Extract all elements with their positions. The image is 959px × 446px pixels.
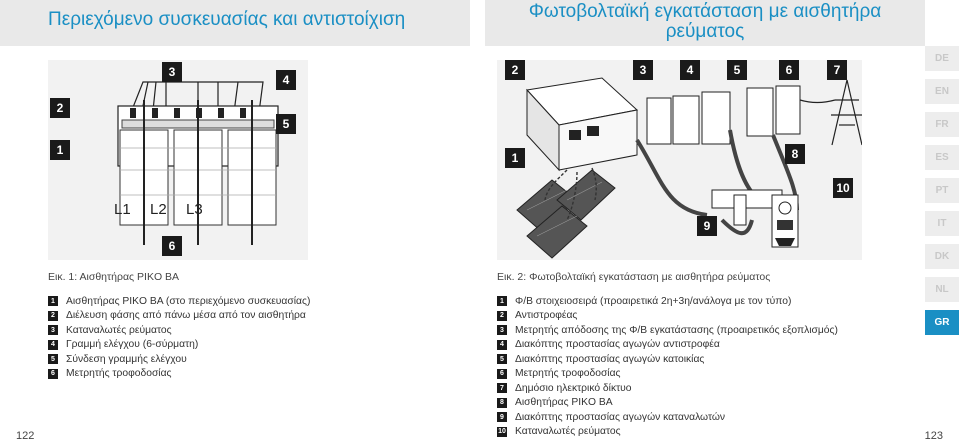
legend-item: 4 Διακόπτης προστασίας αγωγών αντιστροφέα bbox=[497, 338, 838, 353]
right-page-title-line1: Φωτοβολταϊκή εγκατάσταση με αισθητήρα bbox=[528, 1, 882, 22]
callout-5: 5 bbox=[727, 60, 747, 80]
legend-number: 10 bbox=[497, 426, 507, 437]
legend-number: 4 bbox=[48, 339, 58, 350]
legend-item: 4 Γραμμή ελέγχου (6-σύρματη) bbox=[48, 338, 310, 353]
callout-1: 1 bbox=[50, 140, 70, 160]
legend-number: 3 bbox=[48, 325, 58, 336]
sensor-illustration bbox=[117, 81, 279, 245]
callout-4: 4 bbox=[276, 70, 296, 90]
legend-text: Καταναλωτές ρεύματος bbox=[66, 324, 172, 336]
legend-text: Αντιστροφέας bbox=[515, 310, 578, 322]
language-tab-en[interactable]: EN bbox=[925, 79, 959, 104]
legend-item: 7 Δημόσιο ηλεκτρικό δίκτυο bbox=[497, 381, 838, 396]
callout-6: 6 bbox=[162, 236, 182, 256]
figure-1-legend: 1 Αισθητήρας PIKO BA (στο περιεχόμενο συσ… bbox=[48, 294, 310, 381]
left-page-header: Περιεχόμενο συσκευασίας και αντιστοίχιση bbox=[0, 0, 470, 46]
language-tab-gr[interactable]: GR bbox=[925, 310, 959, 335]
phase-label-l2: L2 bbox=[150, 201, 167, 218]
legend-number: 1 bbox=[48, 296, 58, 307]
legend-text: Μετρητής τροφοδοσίας bbox=[515, 368, 621, 380]
legend-text: Καταναλωτές ρεύματος bbox=[515, 426, 621, 438]
language-tab-it[interactable]: IT bbox=[925, 211, 959, 236]
legend-text: Διέλευση φάσης από πάνω μέσα από τον αισ… bbox=[66, 310, 306, 322]
language-tab-es[interactable]: ES bbox=[925, 145, 959, 170]
legend-item: 5 Διακόπτης προστασίας αγωγών κατοικίας bbox=[497, 352, 838, 367]
legend-number: 2 bbox=[497, 310, 507, 321]
legend-number: 5 bbox=[48, 354, 58, 365]
legend-item: 2 Διέλευση φάσης από πάνω μέσα από τον αι… bbox=[48, 309, 310, 324]
right-page-title-line2: ρεύματος bbox=[665, 21, 745, 42]
phase-label-l1: L1 bbox=[114, 201, 131, 218]
legend-text: Αισθητήρας PIKO BA (στο περιεχόμενο συσκ… bbox=[66, 295, 311, 307]
legend-text: Μετρητής τροφοδοσίας bbox=[66, 368, 172, 380]
legend-number: 1 bbox=[497, 296, 507, 307]
legend-number: 4 bbox=[497, 339, 507, 350]
language-tab-de[interactable]: DE bbox=[925, 46, 959, 71]
figure-2-caption: Εικ. 2: Φωτοβολταϊκή εγκατάσταση με αισθ… bbox=[497, 271, 771, 283]
callout-5: 5 bbox=[276, 114, 296, 134]
legend-item: 1 Φ/Β στοιχειοσειρά (προαιρετικά 2η+3η/αν… bbox=[497, 294, 838, 309]
legend-item: 1 Αισθητήρας PIKO BA (στο περιεχόμενο συσ… bbox=[48, 294, 310, 309]
callout-4: 4 bbox=[680, 60, 700, 80]
legend-text: Διακόπτης προστασίας αγωγών αντιστροφέα bbox=[515, 339, 720, 351]
language-tab-fr[interactable]: FR bbox=[925, 112, 959, 137]
legend-number: 6 bbox=[48, 368, 58, 379]
legend-item: 6 Μετρητής τροφοδοσίας bbox=[48, 367, 310, 382]
page-number-left: 122 bbox=[16, 430, 35, 442]
page-number-right: 123 bbox=[924, 430, 943, 442]
figure-1-caption: Εικ. 1: Αισθητήρας PIKO BA bbox=[48, 271, 180, 283]
legend-number: 6 bbox=[497, 368, 507, 379]
legend-item: 3 Καταναλωτές ρεύματος bbox=[48, 323, 310, 338]
callout-10: 10 bbox=[833, 178, 853, 198]
legend-item: 2 Αντιστροφέας bbox=[497, 309, 838, 324]
callout-8: 8 bbox=[785, 144, 805, 164]
phase-label-l3: L3 bbox=[186, 201, 203, 218]
legend-number: 8 bbox=[497, 397, 507, 408]
callout-6: 6 bbox=[779, 60, 799, 80]
legend-text: Αισθητήρας PIKO BA bbox=[515, 397, 613, 409]
figure-1-sensor: 3 4 2 5 1 6 L1 L2 L3 bbox=[48, 60, 308, 260]
right-page-header: Φωτοβολταϊκή εγκατάσταση με αισθητήρα ρε… bbox=[485, 0, 925, 46]
legend-number: 3 bbox=[497, 325, 507, 336]
legend-item: 9 Διακόπτης προστασίας αγωγών καταναλωτών bbox=[497, 410, 838, 425]
legend-text: Φ/Β στοιχειοσειρά (προαιρετικά 2η+3η/ανά… bbox=[515, 295, 792, 307]
callout-9: 9 bbox=[697, 216, 717, 236]
legend-text: Σύνδεση γραμμής ελέγχου bbox=[66, 353, 187, 365]
callout-3: 3 bbox=[633, 60, 653, 80]
legend-text: Μετρητής απόδοσης της Φ/Β εγκατάστασης (… bbox=[515, 324, 838, 336]
callout-2: 2 bbox=[505, 60, 525, 80]
language-tabs: DE EN FR ES PT IT DK NL GR bbox=[925, 46, 959, 343]
callout-1: 1 bbox=[505, 148, 525, 168]
language-tab-dk[interactable]: DK bbox=[925, 244, 959, 269]
legend-number: 2 bbox=[48, 310, 58, 321]
legend-number: 7 bbox=[497, 383, 507, 394]
legend-item: 5 Σύνδεση γραμμής ελέγχου bbox=[48, 352, 310, 367]
callout-3: 3 bbox=[162, 62, 182, 82]
callout-7: 7 bbox=[827, 60, 847, 80]
legend-number: 9 bbox=[497, 412, 507, 423]
legend-item: 8 Αισθητήρας PIKO BA bbox=[497, 396, 838, 411]
figure-2-legend: 1 Φ/Β στοιχειοσειρά (προαιρετικά 2η+3η/αν… bbox=[497, 294, 838, 439]
figure-2-pv-system: 2 3 4 5 6 7 1 8 9 10 bbox=[497, 60, 862, 260]
legend-text: Διακόπτης προστασίας αγωγών καταναλωτών bbox=[515, 411, 726, 423]
callout-2: 2 bbox=[50, 98, 70, 118]
legend-text: Διακόπτης προστασίας αγωγών κατοικίας bbox=[515, 353, 705, 365]
legend-item: 3 Μετρητής απόδοσης της Φ/Β εγκατάστασης … bbox=[497, 323, 838, 338]
legend-text: Γραμμή ελέγχου (6-σύρματη) bbox=[66, 339, 199, 351]
pv-system-illustration bbox=[516, 77, 862, 259]
legend-text: Δημόσιο ηλεκτρικό δίκτυο bbox=[515, 382, 632, 394]
left-page-title: Περιεχόμενο συσκευασίας και αντιστοίχιση bbox=[48, 9, 406, 30]
language-tab-nl[interactable]: NL bbox=[925, 277, 959, 302]
legend-number: 5 bbox=[497, 354, 507, 365]
legend-item: 6 Μετρητής τροφοδοσίας bbox=[497, 367, 838, 382]
legend-item: 10 Καταναλωτές ρεύματος bbox=[497, 425, 838, 440]
language-tab-pt[interactable]: PT bbox=[925, 178, 959, 203]
